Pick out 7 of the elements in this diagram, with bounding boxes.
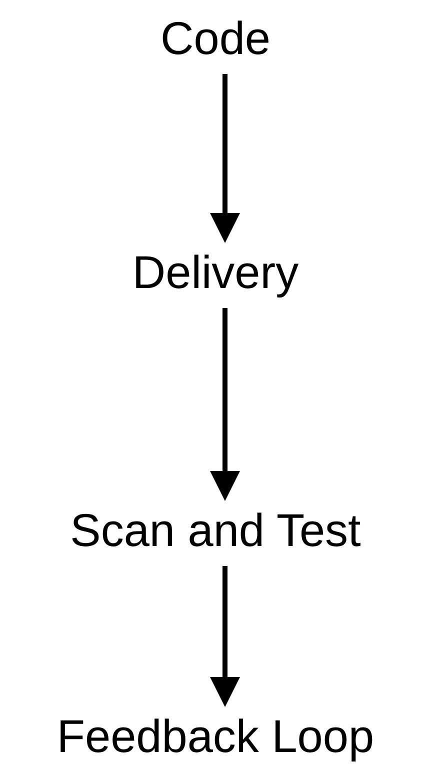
arrow <box>210 308 240 501</box>
node-label: Code <box>160 11 270 66</box>
arrow <box>210 566 240 707</box>
node-label: Scan and Test <box>70 503 361 558</box>
node-label: Feedback Loop <box>56 709 374 764</box>
arrow <box>210 74 240 243</box>
node-label: Delivery <box>132 245 299 300</box>
